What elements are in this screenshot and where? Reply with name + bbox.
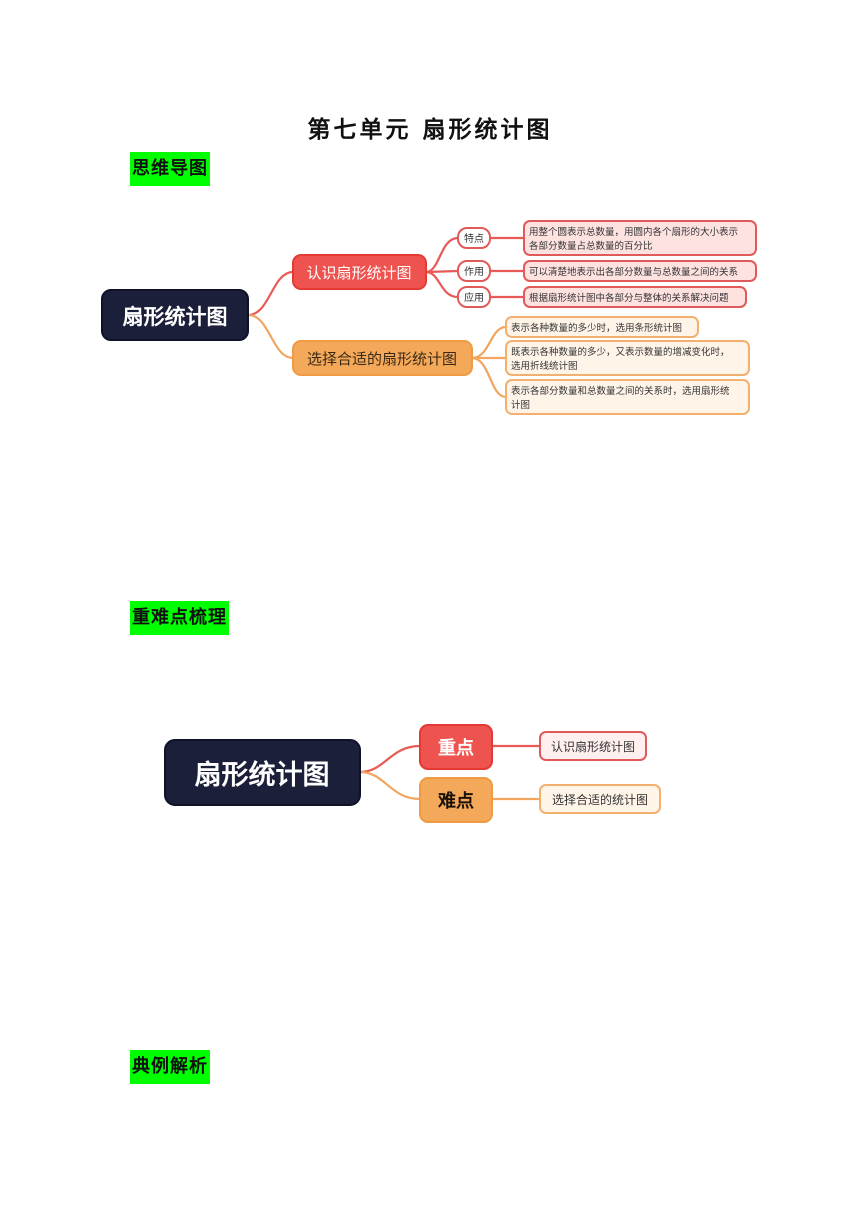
connector-branch1-tag3 xyxy=(425,270,459,299)
section-label-mind-map: 思维导图 xyxy=(130,152,210,186)
key-root-node xyxy=(164,739,361,806)
focus-detail-box xyxy=(539,731,647,761)
detail-feature-line-1: 用整个圆表示总数量，用圆内各个扇形的大小表示 xyxy=(529,226,738,238)
focus-node xyxy=(419,724,493,770)
connector-key-root-focus xyxy=(359,744,421,774)
detail-application-line: 根据扇形统计图中各部分与整体的关系解决问题 xyxy=(529,292,729,304)
connector-branch1-tag2 xyxy=(425,269,459,274)
tag-feature xyxy=(457,227,491,249)
connector-branch2-item1 xyxy=(471,325,507,360)
focus-node-label: 重点 xyxy=(438,737,474,759)
branch-recognize-node xyxy=(292,254,427,290)
detail-function-line: 可以清楚地表示出各部分数量与总数量之间的关系 xyxy=(529,266,738,278)
connector-branch2-item3 xyxy=(471,356,507,399)
branch-recognize-label: 认识扇形统计图 xyxy=(306,264,411,282)
difficulty-node xyxy=(419,777,493,823)
choose-line-box xyxy=(505,340,750,376)
choose-line-line-1: 既表示各种数量的多少，又表示数量的增减变化时， xyxy=(511,346,730,358)
choose-pie-line-1: 表示各部分数量和总数量之间的关系时，选用扇形统 xyxy=(511,385,730,397)
branch-choose-label: 选择合适的扇形统计图 xyxy=(307,350,457,368)
difficulty-node-label: 难点 xyxy=(437,790,474,812)
connector-branch1-tag1 xyxy=(425,236,459,274)
connector-root-branch1 xyxy=(247,270,294,317)
detail-application-box xyxy=(523,286,747,308)
focus-detail-label: 认识扇形统计图 xyxy=(551,739,635,754)
tag-function-label: 作用 xyxy=(464,266,484,278)
tag-application xyxy=(457,286,491,308)
tag-function xyxy=(457,260,491,282)
choose-line-line-2: 选用折线统计图 xyxy=(511,360,578,372)
section-label-examples: 典例解析 xyxy=(130,1050,210,1084)
choose-pie-line-2: 计图 xyxy=(511,399,530,411)
tag-feature-label: 特点 xyxy=(464,233,484,245)
key-root-label: 扇形统计图 xyxy=(195,759,330,791)
branch-choose-node xyxy=(292,340,473,376)
root-node-label: 扇形统计图 xyxy=(123,305,228,329)
detail-feature-box xyxy=(523,220,757,256)
section-label-key-points: 重难点梳理 xyxy=(130,601,229,635)
choose-bar-box xyxy=(505,316,699,338)
choose-bar-line: 表示各种数量的多少时，选用条形统计图 xyxy=(511,322,682,334)
connector-key-root-difficulty xyxy=(359,770,421,801)
difficulty-detail-label: 选择合适的统计图 xyxy=(552,792,648,807)
page-title: 第七单元 扇形统计图 xyxy=(307,116,553,143)
difficulty-detail-box xyxy=(539,784,661,814)
detail-function-box xyxy=(523,260,757,282)
root-node xyxy=(101,289,249,341)
connector-root-branch2 xyxy=(247,313,294,360)
choose-pie-box xyxy=(505,379,750,415)
detail-feature-line-2: 各部分数量占总数量的百分比 xyxy=(529,240,653,252)
tag-application-label: 应用 xyxy=(464,291,484,304)
